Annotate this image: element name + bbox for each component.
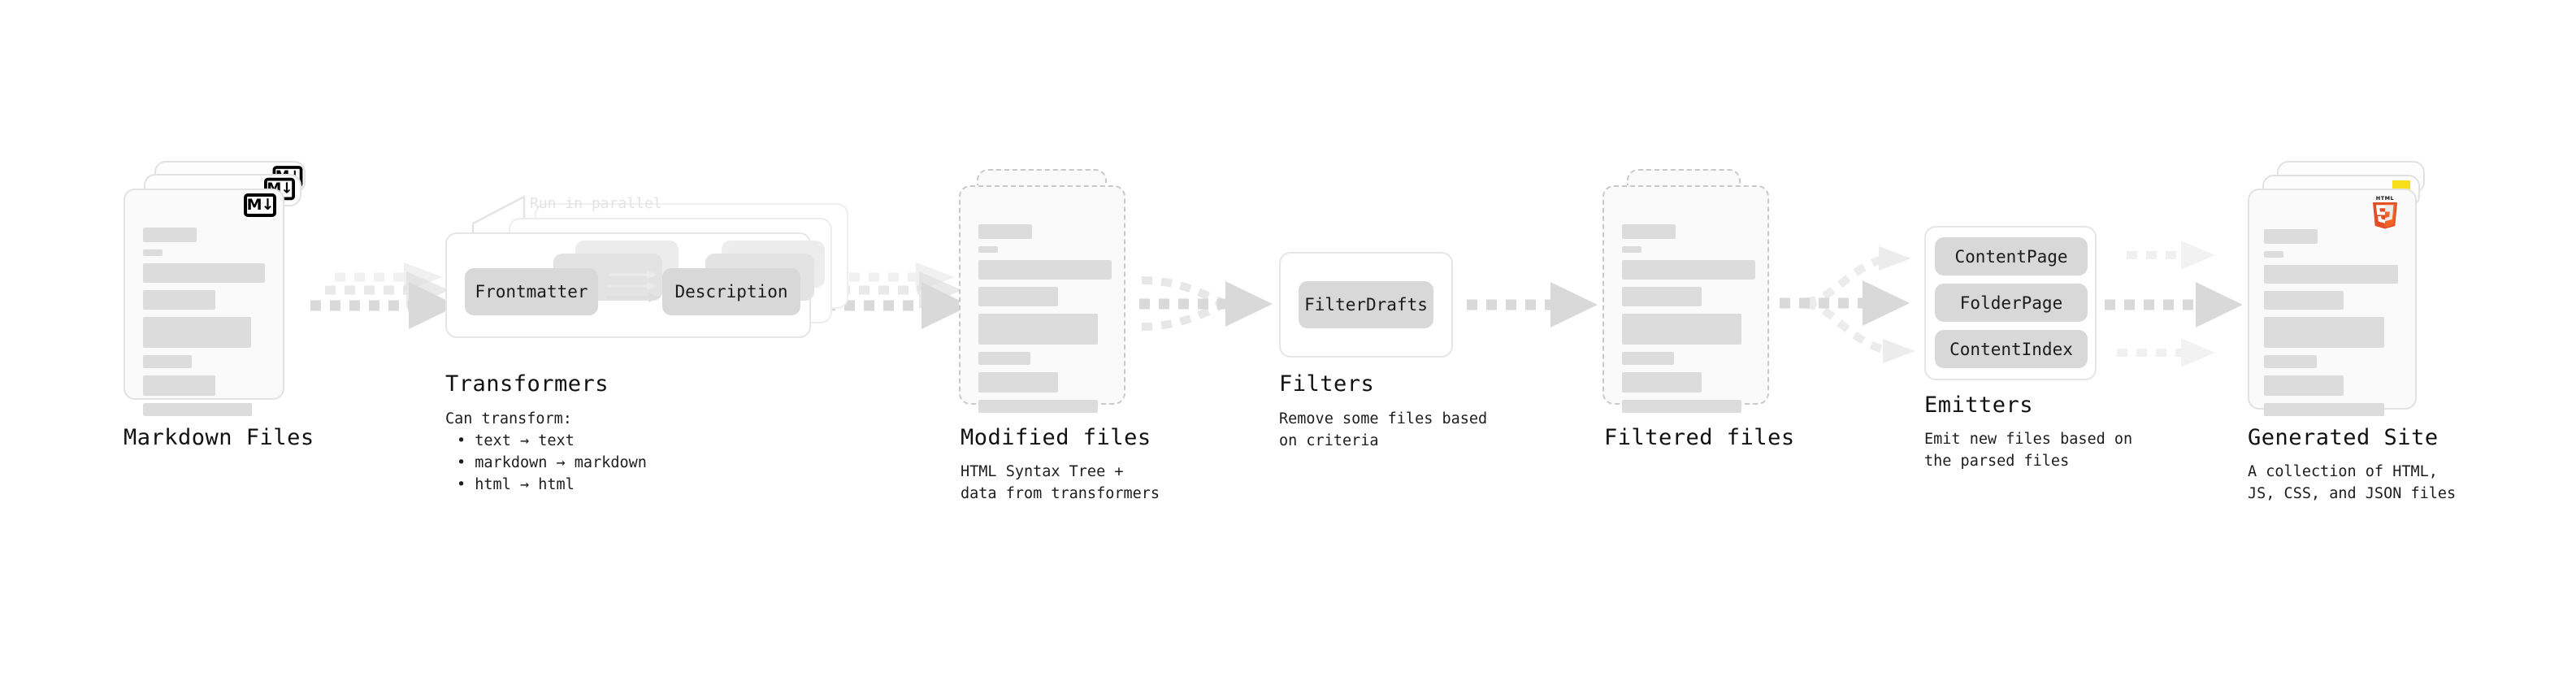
arrow-filtered-to-emitters — [1780, 246, 1915, 363]
content-line — [1622, 372, 1702, 393]
content-line — [2264, 229, 2318, 244]
chip-description[interactable]: Description — [662, 268, 800, 315]
label-transformers-sub: Can transform: — [445, 410, 572, 427]
modified-sheet-front — [959, 185, 1125, 413]
content-line — [143, 355, 192, 368]
label-transformers-bullet-2: • markdown → markdown — [457, 454, 647, 471]
label-filters-sub: Remove some files based on criteria — [1279, 410, 1488, 449]
content-line — [143, 403, 252, 416]
label-modified-files: Modified files — [961, 425, 1151, 450]
label-modified-files-sub: HTML Syntax Tree + data from transformer… — [961, 463, 1160, 502]
label-emitters: Emitters — [1924, 393, 2034, 418]
svg-text:HTML: HTML — [2376, 195, 2394, 202]
label-run-in-parallel: Run in parallel — [530, 195, 662, 212]
modified-file-stack — [959, 169, 1138, 413]
transformer-inner-arrows — [606, 271, 660, 302]
content-line — [1622, 352, 1674, 365]
label-filters: Filters — [1279, 371, 1375, 397]
chip-contentindex[interactable]: ContentIndex — [1935, 330, 2088, 368]
content-line — [2264, 317, 2384, 348]
site-content-lines — [2264, 229, 2400, 423]
content-line — [1622, 224, 1676, 239]
content-line — [2264, 251, 2283, 258]
markdown-sheet-front — [124, 189, 284, 416]
content-line — [143, 317, 251, 348]
content-line — [978, 260, 1112, 280]
content-line — [2264, 355, 2317, 368]
label-filtered-files: Filtered files — [1604, 425, 1795, 450]
stage-generated-site: CSS — [2248, 161, 2443, 421]
stage-markdown-files: M↓ M↓ M↓ — [124, 161, 310, 421]
content-line — [1622, 287, 1702, 306]
arrow-emitters-to-site — [2105, 241, 2243, 367]
label-generated-site: Generated Site — [2248, 425, 2439, 450]
content-line — [2264, 291, 2344, 310]
chip-folderpage[interactable]: FolderPage — [1935, 284, 2088, 322]
stage-filtered-files — [1602, 169, 1781, 413]
markdown-content-lines — [143, 228, 268, 423]
content-line — [143, 228, 197, 242]
content-line — [978, 314, 1098, 345]
content-line — [978, 400, 1098, 413]
content-line — [1622, 260, 1755, 280]
content-line — [1622, 246, 1641, 253]
arrow-filters-to-filtered — [1467, 282, 1598, 327]
content-line — [143, 249, 163, 256]
html5-badge: HTML — [2370, 193, 2400, 229]
arrow-modified-to-filters — [1139, 276, 1273, 331]
label-transformers-bullet-3: • html → html — [457, 476, 575, 493]
label-transformers-bullet-1: • text → text — [457, 432, 575, 449]
content-line — [2264, 265, 2398, 284]
modified-content-lines — [978, 224, 1112, 420]
filtered-file-stack — [1602, 169, 1781, 413]
generated-site-stack: CSS — [2248, 161, 2443, 421]
content-line — [143, 375, 215, 396]
arrow-markdown-to-transformers — [310, 262, 458, 329]
stage-modified-files — [959, 169, 1138, 413]
content-line — [978, 372, 1058, 393]
content-line — [2264, 403, 2384, 416]
label-generated-site-sub: A collection of HTML, JS, CSS, and JSON … — [2248, 463, 2457, 502]
label-emitters-sub: Emit new files based on the parsed files — [1924, 431, 2133, 470]
content-line — [1622, 400, 1741, 413]
chip-frontmatter[interactable]: Frontmatter — [465, 268, 598, 315]
content-line — [978, 287, 1058, 306]
content-line — [143, 263, 265, 283]
content-line — [1622, 314, 1741, 345]
filtered-sheet-front — [1602, 185, 1769, 413]
markdown-file-stack: M↓ M↓ M↓ — [124, 161, 310, 421]
chip-filterdrafts[interactable]: FilterDrafts — [1299, 281, 1433, 328]
chip-contentpage[interactable]: ContentPage — [1935, 237, 2088, 275]
content-line — [978, 224, 1032, 239]
label-markdown-files: Markdown Files — [124, 425, 314, 450]
markdown-badge-front: M↓ — [244, 193, 276, 217]
content-line — [978, 246, 998, 253]
label-transformers: Transformers — [445, 371, 609, 397]
content-line — [2264, 375, 2344, 396]
content-line — [978, 352, 1030, 365]
filtered-content-lines — [1622, 224, 1755, 420]
content-line — [143, 290, 215, 310]
